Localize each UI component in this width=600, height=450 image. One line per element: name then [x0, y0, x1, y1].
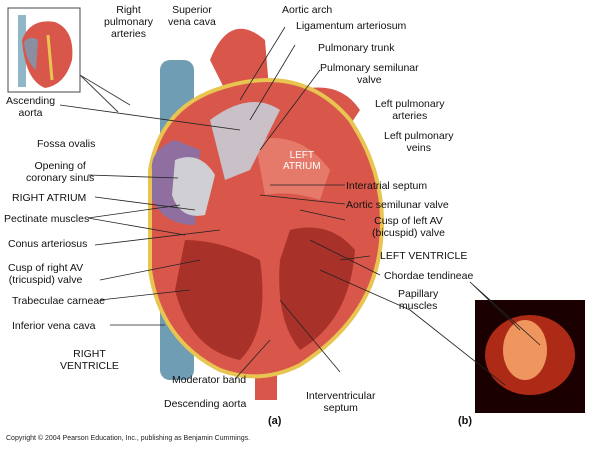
copyright-notice: Copyright © 2004 Pearson Education, Inc.…: [6, 435, 251, 442]
label-aortic-arch: Aortic arch: [282, 4, 333, 16]
label-pulmonary-trunk: Pulmonary trunk: [318, 42, 395, 54]
leader-lines: [59, 26, 541, 386]
right-ventricle-chamber: [175, 240, 263, 360]
thumbnail-heart: [7, 7, 81, 93]
label-interventricular-septum: Interventricular septum: [306, 390, 376, 414]
label-descending-aorta: Descending aorta: [164, 398, 247, 410]
label-trabeculae-carneae: Trabeculae carneae: [12, 295, 106, 307]
label-cusp-right-av: Cusp of right AV (tricuspid) valve: [8, 262, 84, 286]
panel-label-b: (b): [458, 415, 473, 427]
label-conus-arteriosus: Conus arteriosus: [8, 238, 88, 250]
label-superior-vena-cava: Superior vena cava: [168, 4, 216, 28]
label-ligamentum-arteriosum: Ligamentum arteriosum: [296, 20, 407, 32]
label-left-pulmonary-arteries: Left pulmonary arteries: [375, 98, 445, 122]
left-ventricle-chamber: [279, 227, 355, 350]
label-interatrial-septum: Interatrial septum: [346, 180, 428, 192]
label-left-ventricle: LEFT VENTRICLE: [380, 250, 468, 262]
label-fossa-ovalis: Fossa ovalis: [37, 138, 96, 150]
label-inferior-vena-cava: Inferior vena cava: [12, 320, 96, 332]
label-right-ventricle: RIGHT VENTRICLE: [60, 348, 119, 372]
label-chordae-tendineae: Chordae tendineae: [384, 270, 474, 282]
label-aortic-semilunar-valve: Aortic semilunar valve: [346, 199, 449, 211]
label-right-atrium: RIGHT ATRIUM: [12, 192, 87, 204]
left-atrium-chamber: [255, 138, 330, 200]
label-papillary-muscles: Papillary muscles: [398, 288, 439, 312]
label-left-atrium: LEFT ATRIUM: [283, 150, 321, 172]
label-moderator-band: Moderator band: [172, 374, 247, 386]
label-opening-coronary-sinus: Opening of coronary sinus: [26, 160, 95, 184]
pulmonary-trunk-vessel: [210, 102, 280, 180]
label-pulmonary-semilunar-valve: Pulmonary semilunar valve: [320, 62, 419, 86]
panel-label-a: (a): [268, 415, 282, 427]
label-cusp-left-av: Cusp of left AV (bicuspid) valve: [372, 215, 445, 239]
label-left-pulmonary-veins: Left pulmonary veins: [384, 130, 454, 154]
label-ascending-aorta: Ascending aorta: [6, 95, 56, 119]
thumbnail-pointer: [79, 74, 131, 113]
label-pectinate-muscles: Pectinate muscles: [4, 213, 90, 225]
label-right-pulmonary-arteries: Right pulmonary arteries: [104, 4, 154, 40]
